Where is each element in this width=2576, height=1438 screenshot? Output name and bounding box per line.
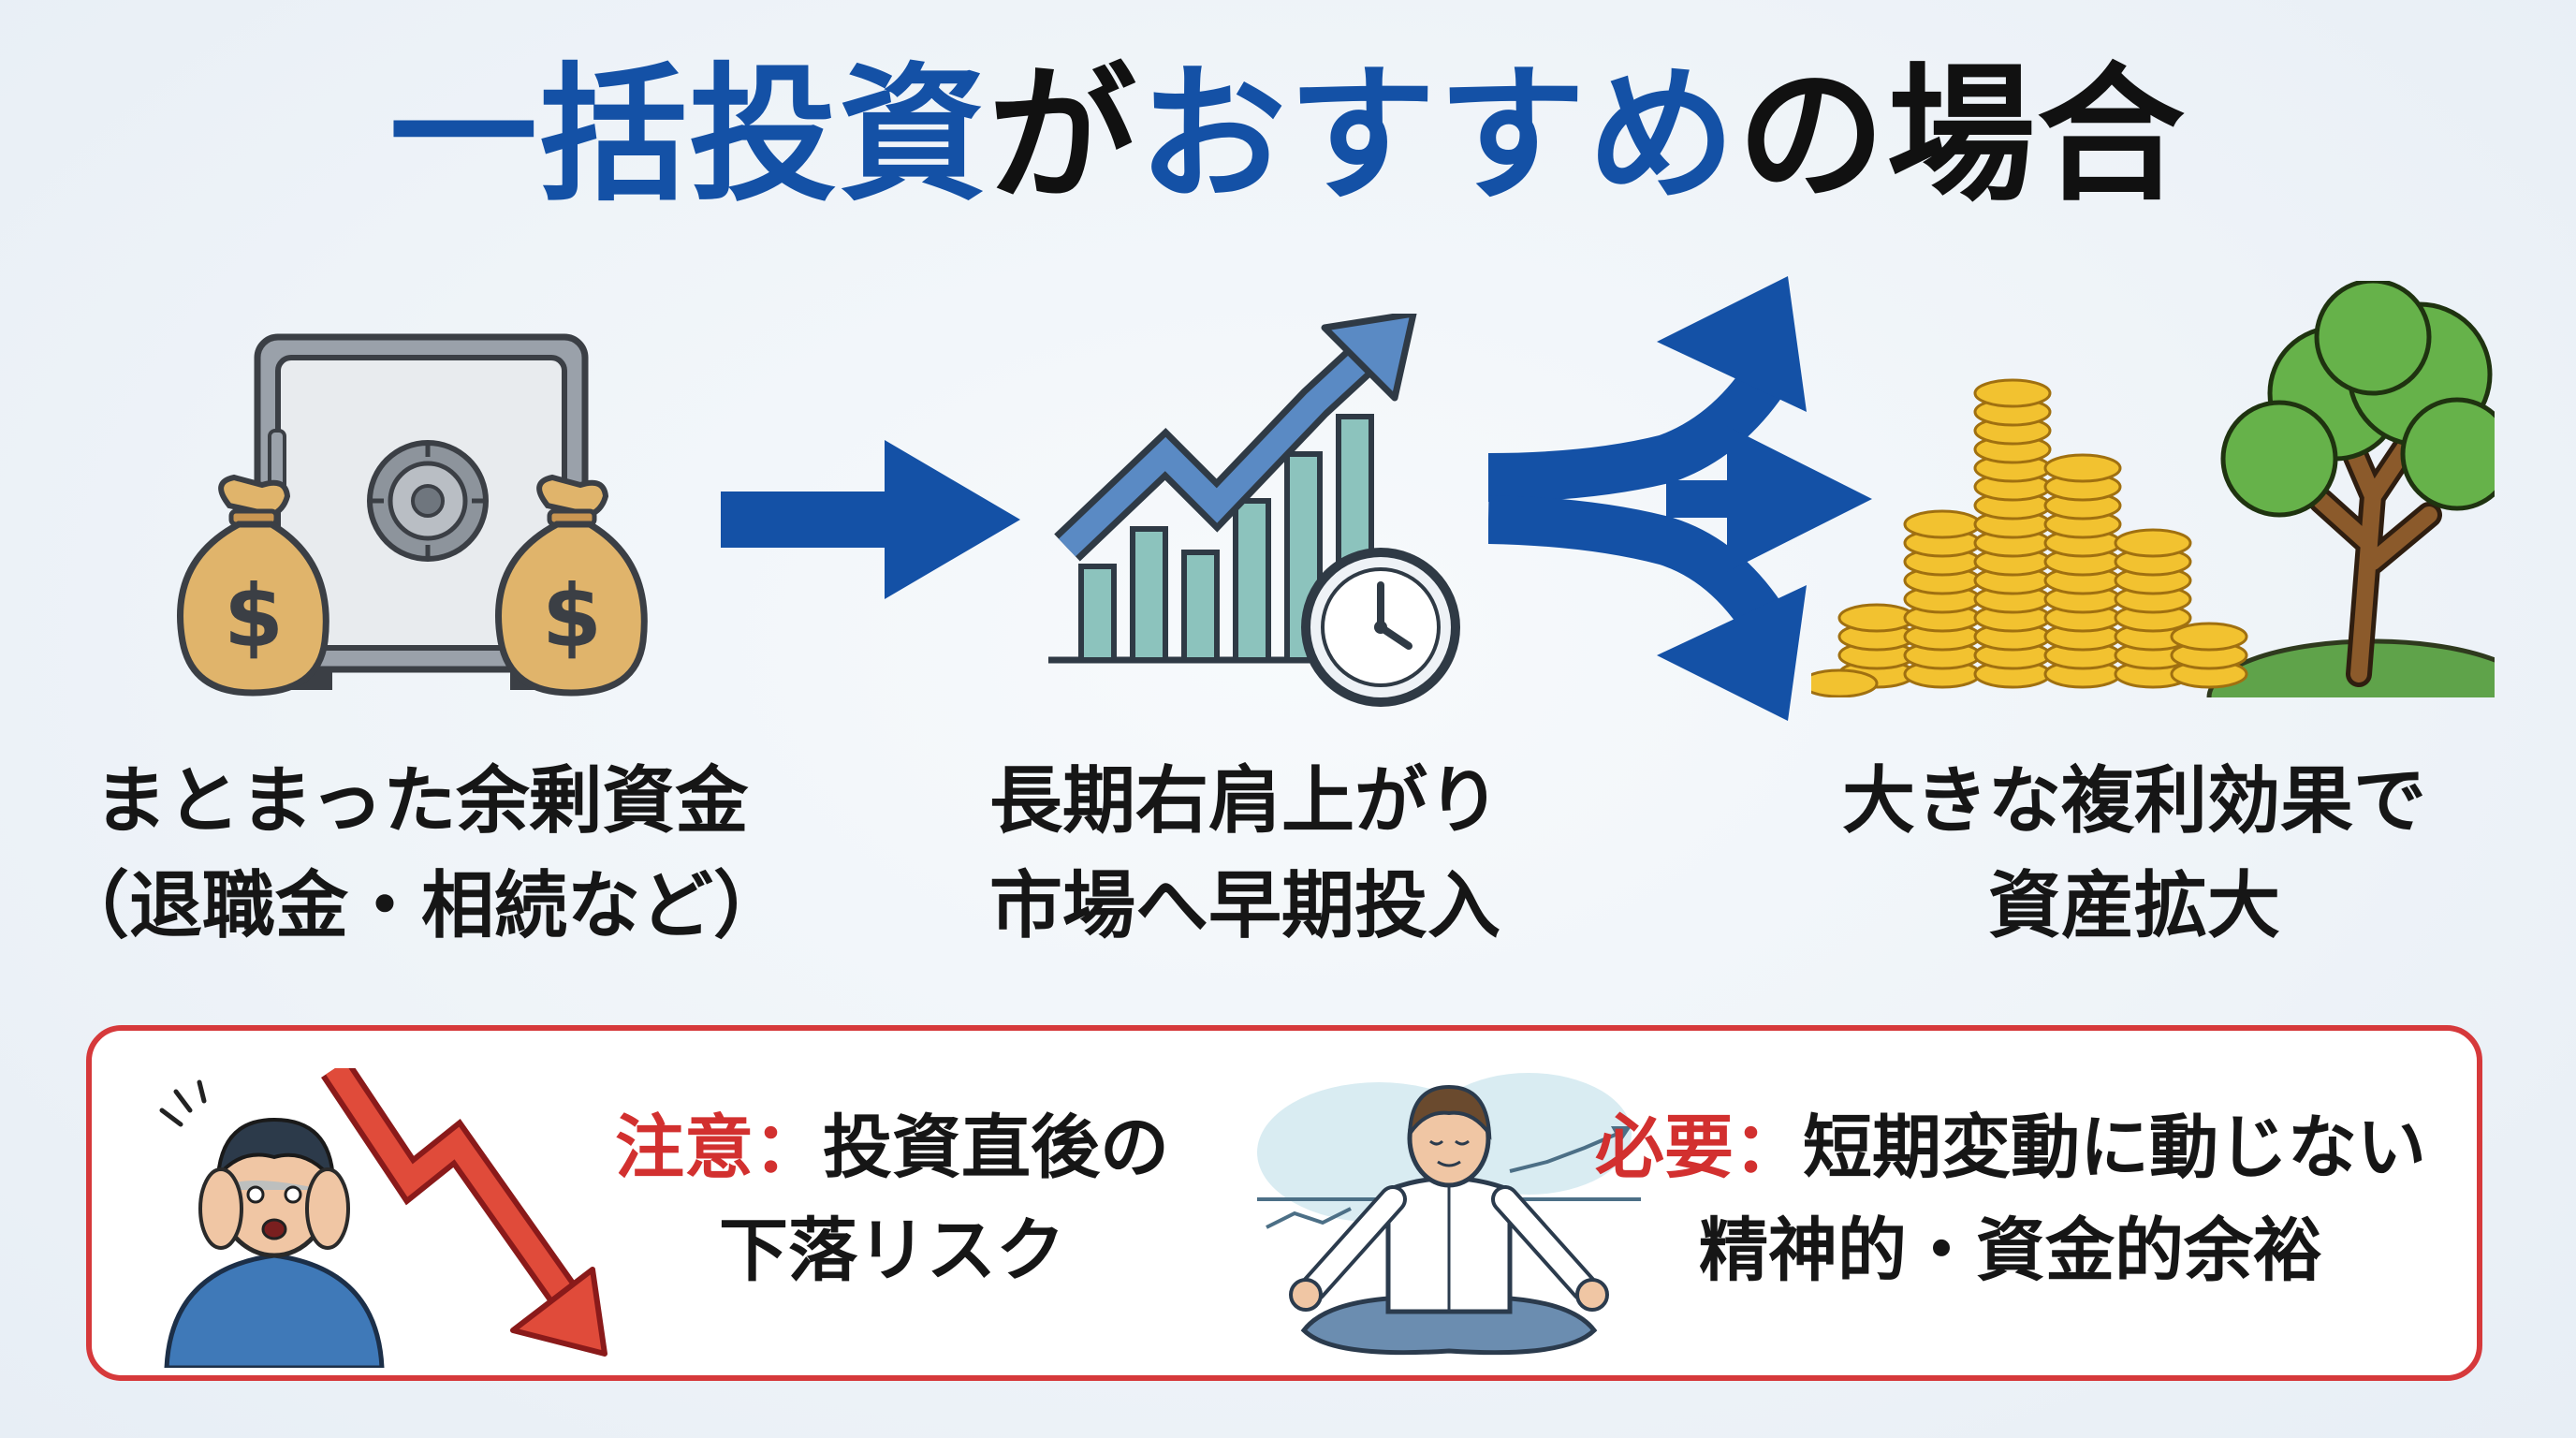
caution-label: 注意： (615, 1108, 823, 1188)
required-note: 必要：短期変動に動じない 精神的・資金的余裕 (1552, 1096, 2469, 1302)
branching-arrow-icon (1488, 276, 1872, 721)
step-3-line2: 資産拡大 (1987, 864, 2280, 948)
caution-line2: 下落リスク (719, 1211, 1065, 1291)
page-title: 一括投資がおすすめの場合 (0, 37, 2576, 234)
svg-text:$: $ (542, 566, 602, 667)
required-line2: 精神的・資金的余裕 (1699, 1211, 2322, 1291)
step-1-caption: まとまった余剰資金 （退職金・相続など） (47, 749, 796, 959)
safe-with-money-bags-icon: $ $ (177, 333, 648, 697)
right-arrow-icon (721, 440, 1020, 599)
svg-text:$: $ (224, 566, 284, 667)
rising-chart-with-clock-icon (1048, 314, 1460, 707)
step-2-line1: 長期右肩上がり (988, 759, 1500, 844)
title-part-lump-sum: 一括投資 (389, 50, 988, 222)
worried-person-falling-arrow-icon (159, 1068, 607, 1368)
step-3-caption: 大きな複利効果で 資産拡大 (1760, 749, 2509, 959)
caution-note: 注意：投資直後の 下落リスク (541, 1096, 1243, 1302)
meditating-person-icon (1257, 1073, 1641, 1356)
notes-box: 注意：投資直後の 下落リスク 必要：短期変動に動じない 精神的・資金 (86, 1025, 2482, 1381)
step-2-line2: 市場へ早期投入 (988, 864, 1500, 948)
required-label: 必要： (1595, 1108, 1803, 1188)
caution-line1: 投資直後の (823, 1108, 1169, 1188)
step-1-line2: （退職金・相続など） (55, 864, 786, 948)
title-part-case: の場合 (1737, 50, 2187, 222)
coins-and-tree-icon (1811, 281, 2495, 697)
title-part-ga: が (988, 50, 1138, 222)
step-2-caption: 長期右肩上がり 市場へ早期投入 (889, 749, 1601, 959)
required-line1: 短期変動に動じない (1803, 1108, 2426, 1188)
step-3-line1: 大きな複利効果で (1841, 759, 2426, 844)
title-part-recommended: おすすめ (1138, 50, 1737, 222)
step-1-line1: まとまった余剰資金 (94, 759, 749, 844)
